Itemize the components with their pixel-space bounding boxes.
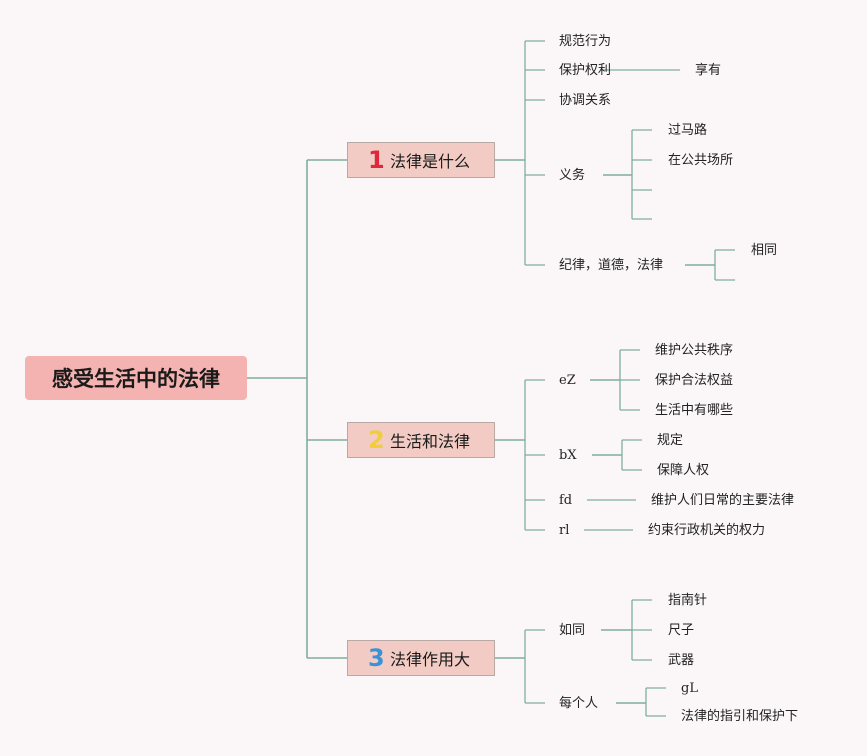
branch-3-number: 3 [368, 644, 385, 672]
node-2-1-2[interactable]: 保护合法权益 [655, 373, 734, 388]
branch-1-label: 法律是什么 [390, 152, 471, 171]
node-3-2[interactable]: 每个人 [559, 696, 599, 711]
node-3-1-3[interactable]: 武器 [668, 653, 695, 668]
node-2-2-1[interactable]: 规定 [657, 433, 684, 448]
node-2-4[interactable]: rl [559, 523, 570, 538]
node-2-1-1[interactable]: 维护公共秩序 [655, 343, 734, 358]
node-3-2-1[interactable]: gL [681, 681, 698, 696]
branch-1-number: 1 [368, 146, 385, 174]
branch-1-node[interactable]: 1 法律是什么 [347, 142, 495, 178]
node-1-2[interactable]: 保护权利 [559, 63, 612, 78]
node-2-3-1[interactable]: 维护人们日常的主要法律 [651, 493, 795, 508]
node-3-1-1[interactable]: 指南针 [668, 593, 708, 608]
node-1-5[interactable]: 纪律，道德，法律 [559, 258, 664, 273]
node-2-2[interactable]: bX [559, 448, 577, 463]
branch-3-node[interactable]: 3 法律作用大 [347, 640, 495, 676]
node-3-1[interactable]: 如同 [559, 623, 586, 638]
node-3-1-2[interactable]: 尺子 [668, 623, 695, 638]
node-3-2-2[interactable]: 法律的指引和保护下 [681, 709, 799, 724]
node-2-4-1[interactable]: 约束行政机关的权力 [648, 523, 766, 538]
branch-2-node[interactable]: 2 生活和法律 [347, 422, 495, 458]
node-1-3[interactable]: 协调关系 [559, 93, 612, 108]
node-2-2-2[interactable]: 保障人权 [657, 463, 710, 478]
node-1-2-1[interactable]: 享有 [695, 63, 722, 78]
node-2-1[interactable]: eZ [559, 373, 576, 388]
node-2-3[interactable]: fd [559, 493, 573, 508]
node-1-1[interactable]: 规范行为 [559, 34, 612, 49]
node-1-4-1[interactable]: 过马路 [668, 123, 708, 138]
root-node[interactable]: 感受生活中的法律 [25, 356, 247, 400]
branch-2-label: 生活和法律 [390, 432, 471, 451]
node-1-5-1[interactable]: 相同 [751, 243, 778, 258]
node-2-1-3[interactable]: 生活中有哪些 [655, 403, 734, 418]
node-1-4[interactable]: 义务 [559, 168, 586, 183]
branch-3-label: 法律作用大 [390, 650, 471, 669]
node-1-4-2[interactable]: 在公共场所 [668, 153, 734, 168]
branch-2-number: 2 [368, 426, 385, 454]
